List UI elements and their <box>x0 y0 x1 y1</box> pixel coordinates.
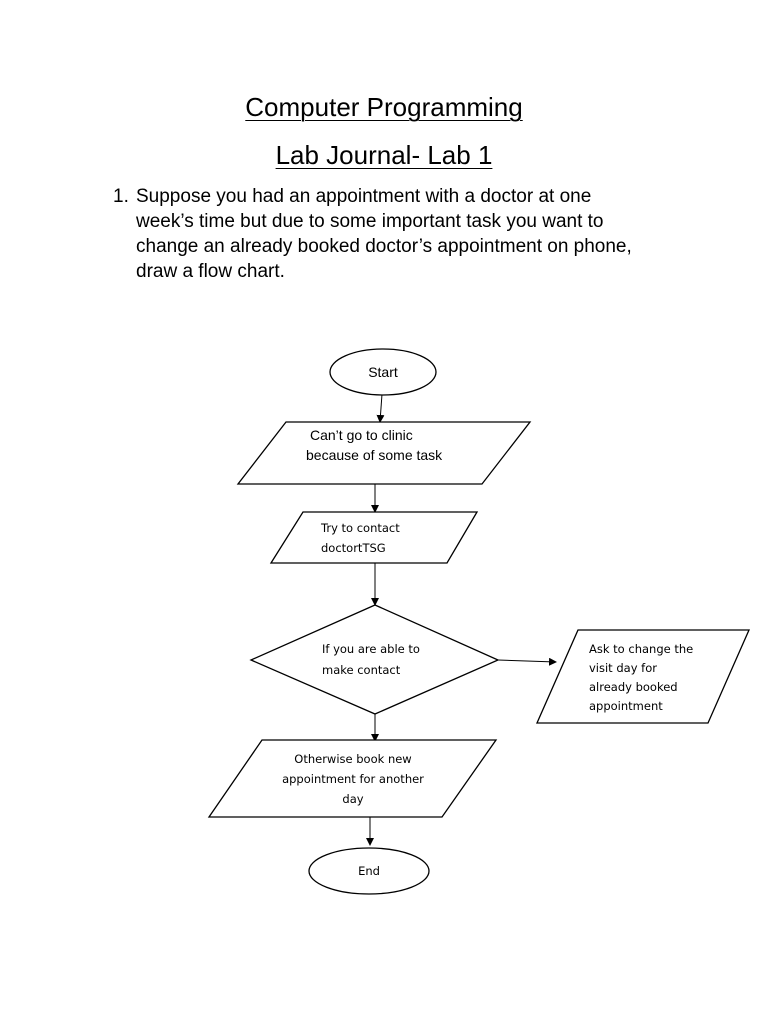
change-day-line-4: appointment <box>589 699 663 713</box>
start-terminator: Start <box>329 348 437 396</box>
book-new-input-box: Otherwise book new appointment for anoth… <box>207 739 498 818</box>
book-new-line-1: Otherwise book new <box>294 752 411 766</box>
question-line-1: Suppose you had an appointment with a do… <box>136 186 592 207</box>
arrow-decision-to-change-day <box>497 657 557 666</box>
document-title: Computer Programming <box>245 92 523 122</box>
start-label: Start <box>368 364 398 380</box>
cant-go-line-2: because of some task <box>306 447 443 463</box>
question-number: 1. <box>113 186 129 207</box>
book-new-line-3: day <box>342 792 363 806</box>
book-new-line-2: appointment for another <box>282 772 424 786</box>
contact-line-2: doctortTSG <box>321 541 386 555</box>
contact-line-1: Try to contact <box>320 521 400 535</box>
document-subtitle: Lab Journal- Lab 1 <box>275 140 493 170</box>
decision-diamond: If you are able to make contact <box>249 604 500 715</box>
change-day-input-box: Ask to change the visit day for already … <box>536 629 750 724</box>
contact-input-box: Try to contact doctortTSG <box>269 511 479 564</box>
cant-go-input-box: Can’t go to clinic because of some task <box>236 421 532 485</box>
question-line-3: change an already booked doctor’s appoin… <box>136 236 632 257</box>
cant-go-line-1: Can’t go to clinic <box>310 427 413 443</box>
change-day-line-3: already booked <box>589 680 678 694</box>
change-day-line-1: Ask to change the <box>589 642 693 656</box>
end-terminator: End <box>308 847 430 895</box>
question-line-4: draw a flow chart. <box>136 261 285 282</box>
end-label: End <box>358 864 380 878</box>
arrow-start-to-cant-go <box>376 393 385 423</box>
decision-line-1: If you are able to <box>322 642 420 656</box>
change-day-line-2: visit day for <box>589 661 657 675</box>
question-line-2: week’s time but due to some important ta… <box>136 211 604 232</box>
decision-line-2: make contact <box>322 663 401 677</box>
question-1: 1. Suppose you had an appointment with a… <box>113 184 673 284</box>
